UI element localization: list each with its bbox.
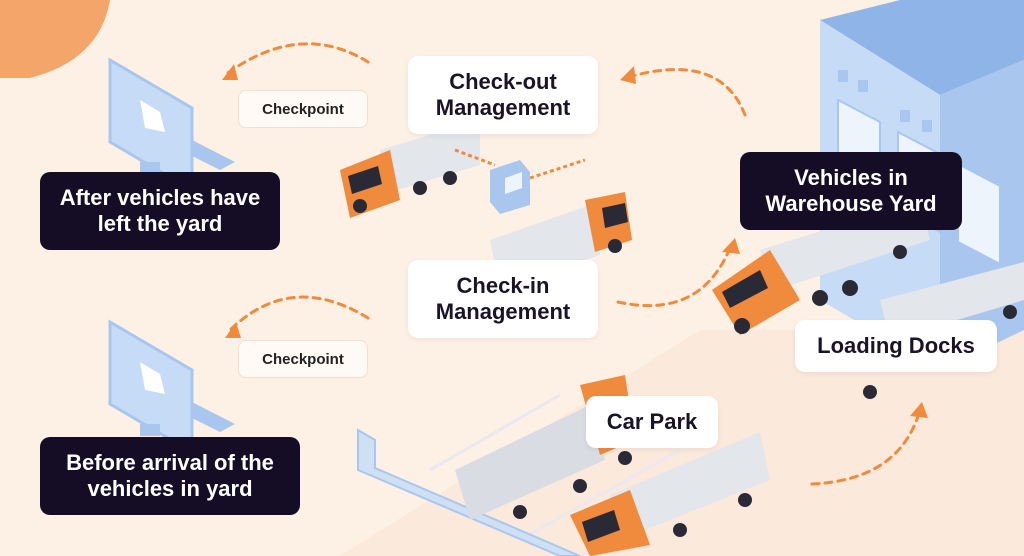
gate-booth (454, 148, 586, 214)
computer-bottom (108, 319, 235, 455)
checkout-management-label: Check-out Management (408, 56, 598, 134)
checkin-management-label: Check-in Management (408, 260, 598, 338)
car-park-wall (357, 428, 581, 556)
truck-car-park-2 (570, 432, 770, 556)
loading-docks-label: Loading Docks (795, 320, 997, 372)
after-vehicles-left-label: After vehicles have left the yard (40, 172, 280, 250)
computer-top (108, 57, 235, 193)
checkpoint-top-label: Checkpoint (238, 90, 368, 128)
checkpoint-bottom-label: Checkpoint (238, 340, 368, 378)
vehicles-in-warehouse-yard-label: Vehicles in Warehouse Yard (740, 152, 962, 230)
corner-decoration (0, 0, 110, 78)
before-arrival-label: Before arrival of the vehicles in yard (40, 437, 300, 515)
flow-arrows (223, 42, 922, 486)
truck-checkout (340, 120, 480, 218)
car-park-label: Car Park (586, 396, 718, 448)
arrow-heads (222, 64, 928, 418)
